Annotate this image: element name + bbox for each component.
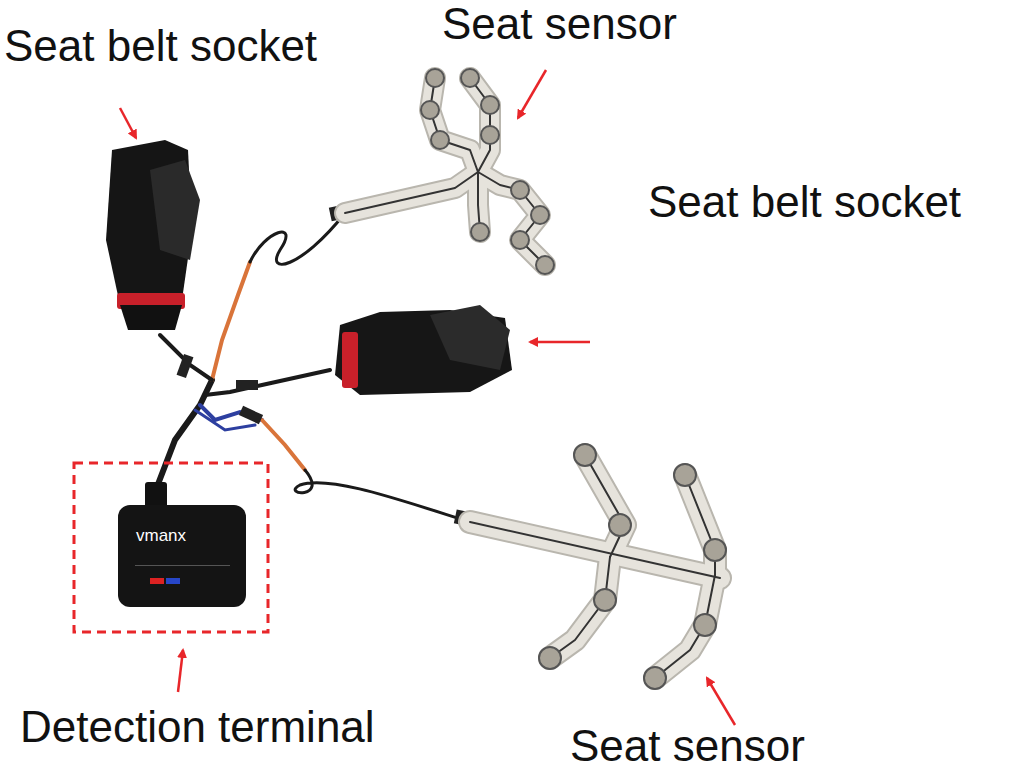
pointer-arrows	[120, 70, 735, 725]
part-label: Seat sensor	[442, 0, 677, 48]
part-label: Seat belt socket	[4, 22, 317, 70]
detection-terminal-device	[118, 482, 246, 607]
part-label: Seat belt socket	[648, 178, 961, 226]
seat-sensor	[345, 69, 554, 274]
seat-belt-socket	[335, 305, 512, 395]
dashed-frame	[74, 463, 268, 632]
device-brand: vmanx	[136, 527, 186, 546]
seat-sensor	[470, 444, 726, 689]
part-label: Seat sensor	[570, 722, 805, 770]
part-label: Detection terminal	[20, 703, 375, 751]
seat-belt-socket	[106, 140, 200, 330]
